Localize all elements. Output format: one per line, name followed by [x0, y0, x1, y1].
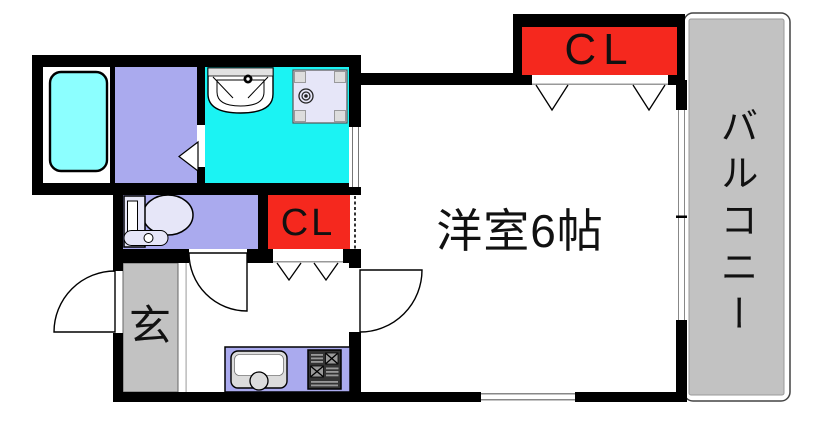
wall — [32, 55, 361, 67]
wall — [197, 67, 205, 125]
wall — [575, 392, 685, 402]
openings — [349, 110, 687, 402]
wall — [32, 55, 43, 195]
wall — [258, 195, 268, 263]
closet-top-fill — [522, 27, 677, 75]
pan-corner — [294, 110, 306, 122]
stove-grill — [311, 361, 323, 363]
wall — [358, 73, 513, 85]
toilet-door-swing — [188, 252, 248, 312]
entry-door-swing — [53, 270, 116, 333]
wall — [258, 249, 273, 263]
burner-x — [325, 353, 338, 364]
folding-door-icon — [313, 262, 339, 282]
wall — [513, 75, 532, 85]
wall — [676, 320, 687, 402]
wall — [113, 249, 189, 263]
closet-opening-line — [532, 83, 668, 85]
wall — [676, 80, 687, 110]
door-swing-triangle-icon — [178, 140, 199, 173]
folding-door-icon — [276, 262, 302, 282]
walls — [32, 14, 687, 402]
wall — [349, 187, 361, 195]
wall — [32, 183, 361, 195]
balcony-floor — [688, 18, 785, 396]
drain-icon — [298, 88, 314, 104]
folding-door-icon — [535, 84, 569, 112]
wall — [113, 195, 123, 271]
stove-grill — [326, 374, 339, 377]
stove-icon — [307, 349, 342, 390]
pan-corner — [294, 71, 306, 83]
folding-door-icon — [632, 84, 666, 112]
window-frame — [481, 399, 575, 401]
washbasin-counter — [207, 67, 274, 77]
stove-grill — [311, 381, 338, 383]
stove-grill — [311, 354, 323, 356]
wall — [513, 14, 685, 27]
wall — [197, 167, 205, 183]
closet-mid-fill — [268, 195, 350, 249]
window-frame — [481, 393, 575, 395]
washbasin-edge — [212, 76, 234, 99]
washbasin-edge — [247, 76, 269, 99]
kitchen-counter — [224, 346, 351, 393]
sliding-door — [349, 127, 361, 187]
wall — [247, 249, 258, 263]
stove-grill — [311, 384, 338, 387]
faucet-dot — [246, 77, 250, 81]
closet-doors — [273, 83, 668, 282]
window-center-rail — [676, 215, 687, 218]
wall — [113, 333, 123, 392]
wall — [343, 249, 361, 263]
stove-grill — [311, 357, 323, 360]
pan-corner — [334, 110, 346, 122]
stove-grill — [326, 367, 339, 370]
toilet-icon — [123, 194, 194, 248]
washbasin-bowl — [216, 79, 265, 107]
toilet-bowl — [142, 194, 194, 236]
closet-side-panel — [350, 195, 361, 249]
drain-icon — [301, 91, 311, 101]
burner-x — [310, 366, 324, 377]
sink-drain-icon — [249, 371, 269, 391]
doors — [53, 140, 423, 333]
stove-grill — [326, 371, 339, 373]
wall — [513, 14, 522, 85]
wall — [110, 67, 115, 183]
washing-machine-pan-icon — [292, 69, 348, 124]
pan-corner — [334, 71, 346, 83]
entrance-floor — [122, 262, 179, 393]
wall — [349, 55, 361, 127]
drain-icon — [304, 94, 308, 98]
bathtub-icon — [48, 70, 109, 173]
dressing-room-floor — [115, 67, 197, 183]
wall — [677, 14, 685, 80]
kitchen-door-swing — [359, 269, 423, 333]
wall — [349, 263, 361, 268]
toilet-button — [143, 233, 154, 243]
entrance-step-line — [185, 263, 187, 392]
window — [481, 392, 575, 402]
closet-opening-line — [273, 261, 343, 263]
washbasin-icon — [207, 67, 274, 114]
window — [676, 110, 687, 320]
wall — [349, 332, 361, 392]
wall — [113, 392, 481, 402]
